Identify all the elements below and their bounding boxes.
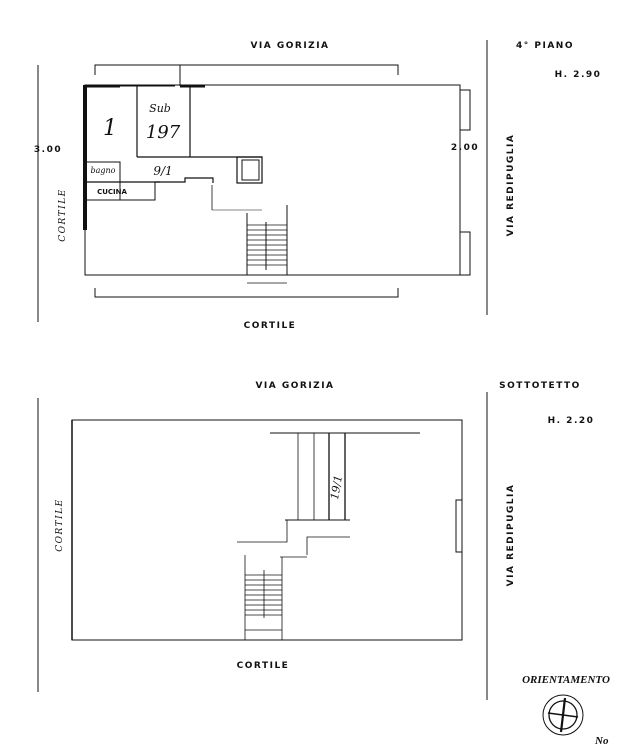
attic-floor-plan <box>37 392 488 700</box>
top-floor-plan <box>37 40 488 322</box>
cucina-label: CUCINA <box>97 188 127 196</box>
unit-ref-attic: 19/1 <box>328 474 345 501</box>
top-side-bottom: CORTILE <box>244 321 297 331</box>
top-floor-title: 4° PIANO <box>516 41 574 51</box>
top-street-label: VIA GORIZIA <box>250 41 329 51</box>
attic-side-bottom: CORTILE <box>237 661 290 671</box>
top-side-left: CORTILE <box>58 188 68 242</box>
top-dim-right: 2.00 <box>451 143 479 153</box>
top-side-right: VIA REDIPUGLIA <box>506 134 516 237</box>
compass-icon <box>542 694 584 736</box>
attic-floor-height: H. 2.20 <box>548 416 595 426</box>
orientation-title: ORIENTAMENTO <box>522 674 610 686</box>
attic-side-left: CORTILE <box>55 498 65 552</box>
attic-street-label: VIA GORIZIA <box>255 381 334 391</box>
attic-floor-title: SOTTOTETTO <box>499 381 581 391</box>
top-floor-height: H. 2.90 <box>555 70 602 80</box>
top-dim-left: 3.00 <box>34 145 62 155</box>
room-1-label: 1 <box>103 116 117 141</box>
unit-ref-top: 9/1 <box>153 164 172 178</box>
bagno-label: bagno <box>91 166 116 175</box>
sub-label: Sub <box>149 102 171 115</box>
attic-side-right: VIA REDIPUGLIA <box>506 484 516 587</box>
north-label: No <box>594 735 609 747</box>
sub-number: 197 <box>146 122 181 143</box>
